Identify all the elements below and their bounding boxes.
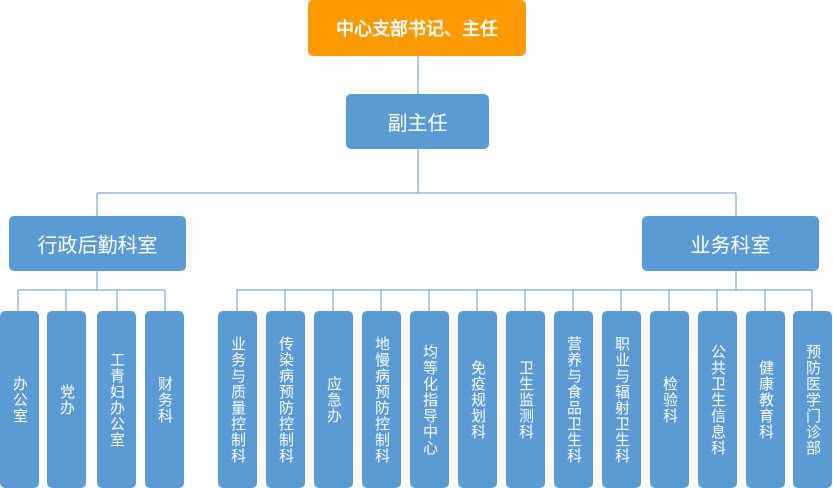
dept-leaf: 预防医学门诊部 <box>793 311 832 488</box>
deputy-node: 副主任 <box>346 94 489 149</box>
dept-leaf: 均等化指导中心 <box>410 311 449 488</box>
dept-leaf: 应急办 <box>314 311 353 488</box>
dept-leaf: 地慢病预防控制科 <box>362 311 401 488</box>
dept-leaf: 办公室 <box>0 311 39 488</box>
dept-leaf: 工青妇办公室 <box>97 311 136 488</box>
dept-leaf: 职业与辐射卫生科 <box>602 311 641 488</box>
branch-business: 业务科室 <box>642 216 819 271</box>
dept-leaf: 传染病预防控制科 <box>266 311 305 488</box>
dept-leaf: 营养与食品卫生科 <box>554 311 593 488</box>
branch-admin: 行政后勤科室 <box>9 216 186 271</box>
dept-leaf: 财务科 <box>145 311 184 488</box>
dept-leaf: 业务与质量控制科 <box>218 311 257 488</box>
dept-leaf: 免疫规划科 <box>458 311 497 488</box>
dept-leaf: 卫生监测科 <box>506 311 545 488</box>
dept-leaf: 健康教育科 <box>746 311 785 488</box>
top-node: 中心支部书记、主任 <box>308 0 526 56</box>
dept-leaf: 党办 <box>47 311 86 488</box>
dept-leaf: 检验科 <box>650 311 689 488</box>
dept-leaf: 公共卫生信息科 <box>698 311 737 488</box>
